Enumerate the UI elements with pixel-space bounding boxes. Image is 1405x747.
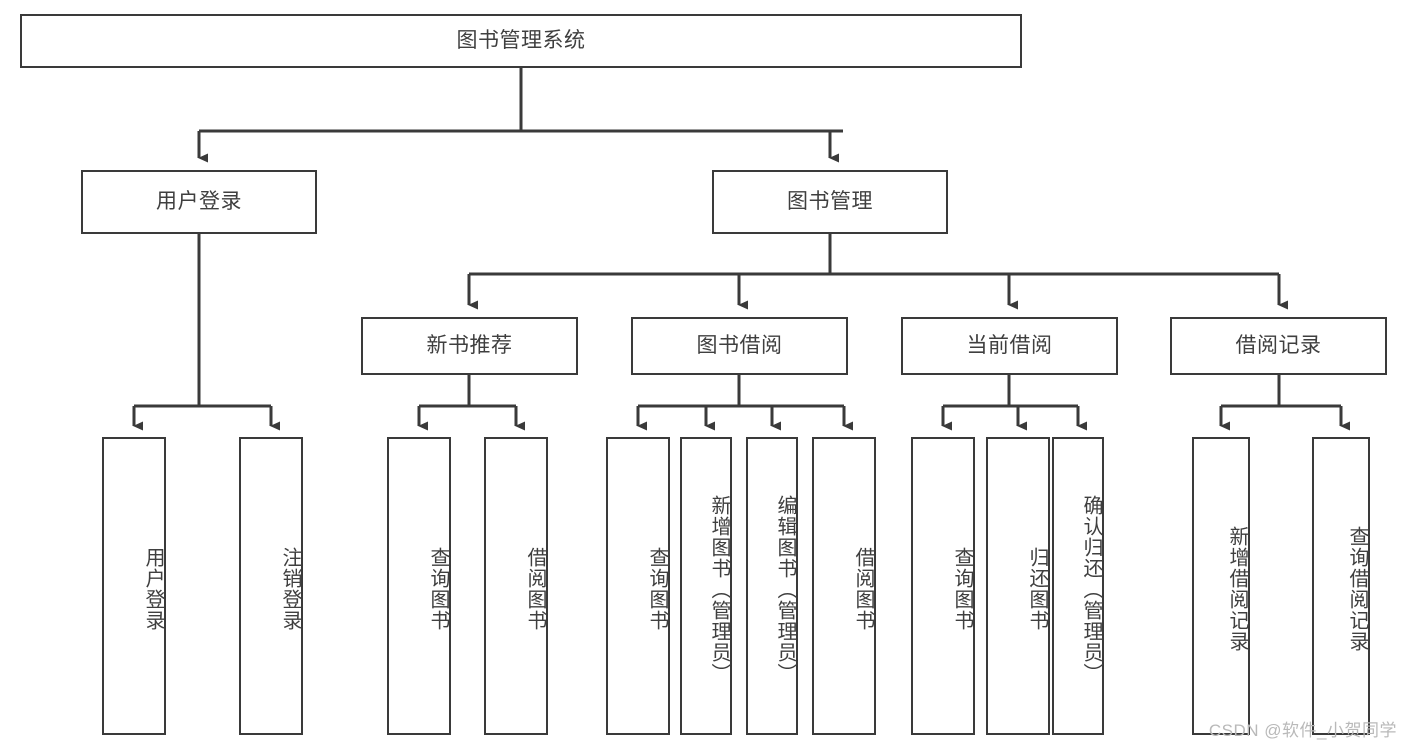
node-new-book-recommend[interactable]: 新书推荐 (361, 317, 578, 375)
csdn-watermark: CSDN @软件_小贺同学 (1208, 721, 1397, 740)
leaf-query-book-borrow-label: 查询图书 (646, 547, 668, 631)
node-root-label: 图书管理系统 (456, 28, 586, 52)
leaf-query-borrow-record-label: 查询借阅记录 (1346, 526, 1368, 652)
leaf-borrow-book-recommend-label: 借阅图书 (524, 547, 546, 631)
node-new-book-recommend-label: 新书推荐 (426, 333, 513, 357)
leaf-edit-book-admin-label: 编辑图书（管理员） (774, 494, 796, 684)
node-book-management[interactable]: 图书管理 (712, 170, 948, 234)
leaf-logout-label: 注销登录 (279, 547, 301, 631)
leaf-confirm-return-admin-label: 确认归还（管理员） (1080, 494, 1102, 684)
leaf-user-login[interactable]: 用户登录 (102, 437, 166, 735)
leaf-add-borrow-record-label: 新增借阅记录 (1226, 526, 1248, 652)
node-book-management-label: 图书管理 (787, 189, 873, 213)
node-book-borrow[interactable]: 图书借阅 (631, 317, 848, 375)
node-current-borrow[interactable]: 当前借阅 (901, 317, 1118, 375)
leaf-add-book-admin[interactable]: 新增图书（管理员） (680, 437, 732, 735)
leaf-borrow-book[interactable]: 借阅图书 (812, 437, 876, 735)
node-borrow-record-label: 借阅记录 (1235, 333, 1322, 357)
leaf-add-borrow-record[interactable]: 新增借阅记录 (1192, 437, 1250, 735)
node-current-borrow-label: 当前借阅 (966, 333, 1053, 357)
leaf-query-book-borrow[interactable]: 查询图书 (606, 437, 670, 735)
node-user-login[interactable]: 用户登录 (81, 170, 317, 234)
leaf-borrow-book-label: 借阅图书 (852, 547, 874, 631)
leaf-query-book-current[interactable]: 查询图书 (911, 437, 975, 735)
leaf-query-book-current-label: 查询图书 (951, 547, 973, 631)
leaf-add-book-admin-label: 新增图书（管理员） (708, 494, 730, 684)
leaf-query-borrow-record[interactable]: 查询借阅记录 (1312, 437, 1370, 735)
node-user-login-label: 用户登录 (156, 189, 242, 213)
leaf-query-book-recommend[interactable]: 查询图书 (387, 437, 451, 735)
node-borrow-record[interactable]: 借阅记录 (1170, 317, 1387, 375)
node-book-borrow-label: 图书借阅 (696, 333, 783, 357)
leaf-edit-book-admin[interactable]: 编辑图书（管理员） (746, 437, 798, 735)
leaf-confirm-return-admin[interactable]: 确认归还（管理员） (1052, 437, 1104, 735)
leaf-return-book-label: 归还图书 (1026, 547, 1048, 631)
node-root[interactable]: 图书管理系统 (20, 14, 1022, 68)
leaf-query-book-recommend-label: 查询图书 (427, 547, 449, 631)
leaf-logout[interactable]: 注销登录 (239, 437, 303, 735)
leaf-borrow-book-recommend[interactable]: 借阅图书 (484, 437, 548, 735)
leaf-user-login-label: 用户登录 (142, 547, 164, 631)
leaf-return-book[interactable]: 归还图书 (986, 437, 1050, 735)
